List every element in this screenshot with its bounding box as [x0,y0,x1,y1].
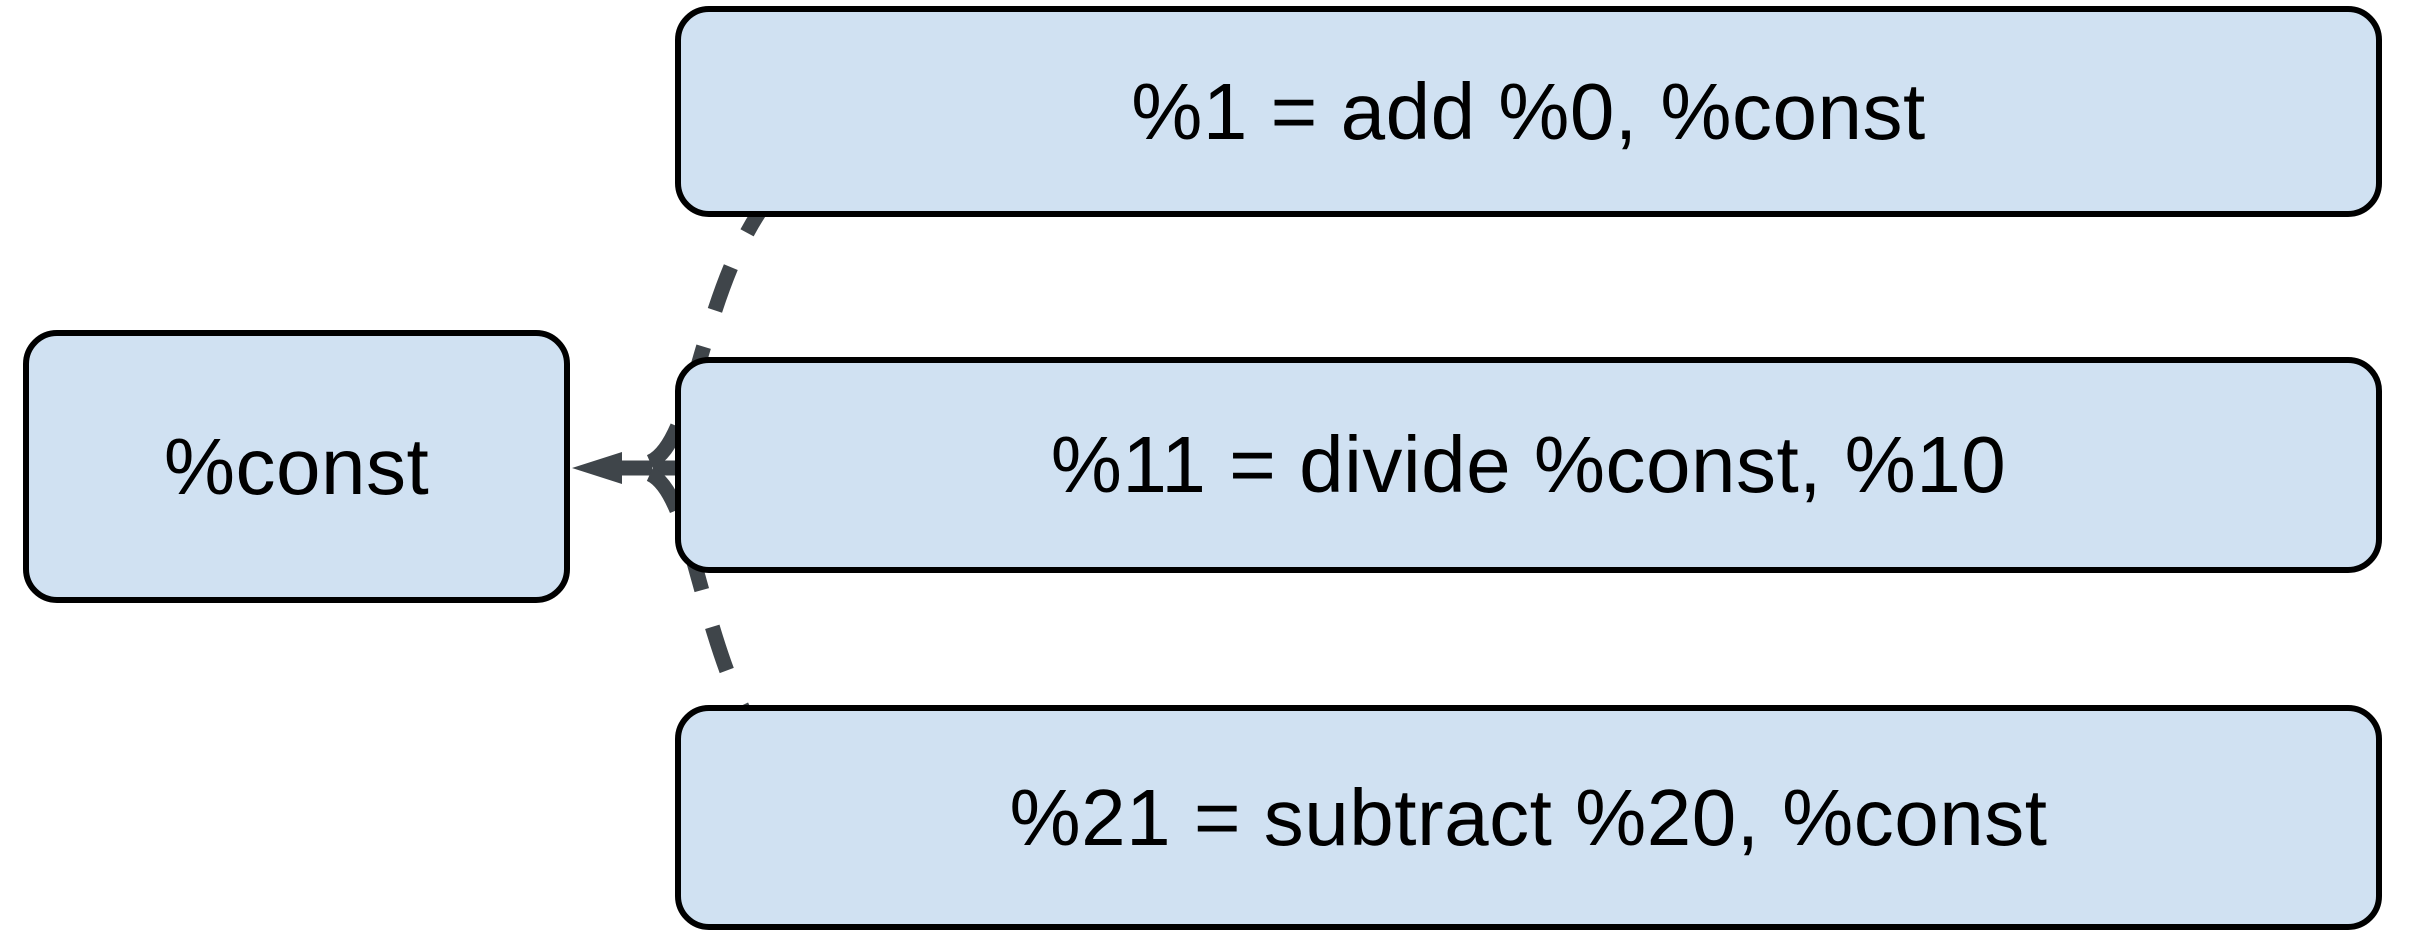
node-subtract[interactable]: %21 = subtract %20, %const [675,705,2382,930]
node-subtract-label: %21 = subtract %20, %const [1009,772,2048,862]
node-divide[interactable]: %11 = divide %const, %10 [675,357,2382,573]
node-const[interactable]: %const [23,330,570,603]
node-const-label: %const [163,421,430,511]
edge-stub-to-const [572,452,652,484]
node-add-label: %1 = add %0, %const [1131,66,1926,156]
node-divide-label: %11 = divide %const, %10 [1050,420,2007,509]
node-add[interactable]: %1 = add %0, %const [675,6,2382,217]
